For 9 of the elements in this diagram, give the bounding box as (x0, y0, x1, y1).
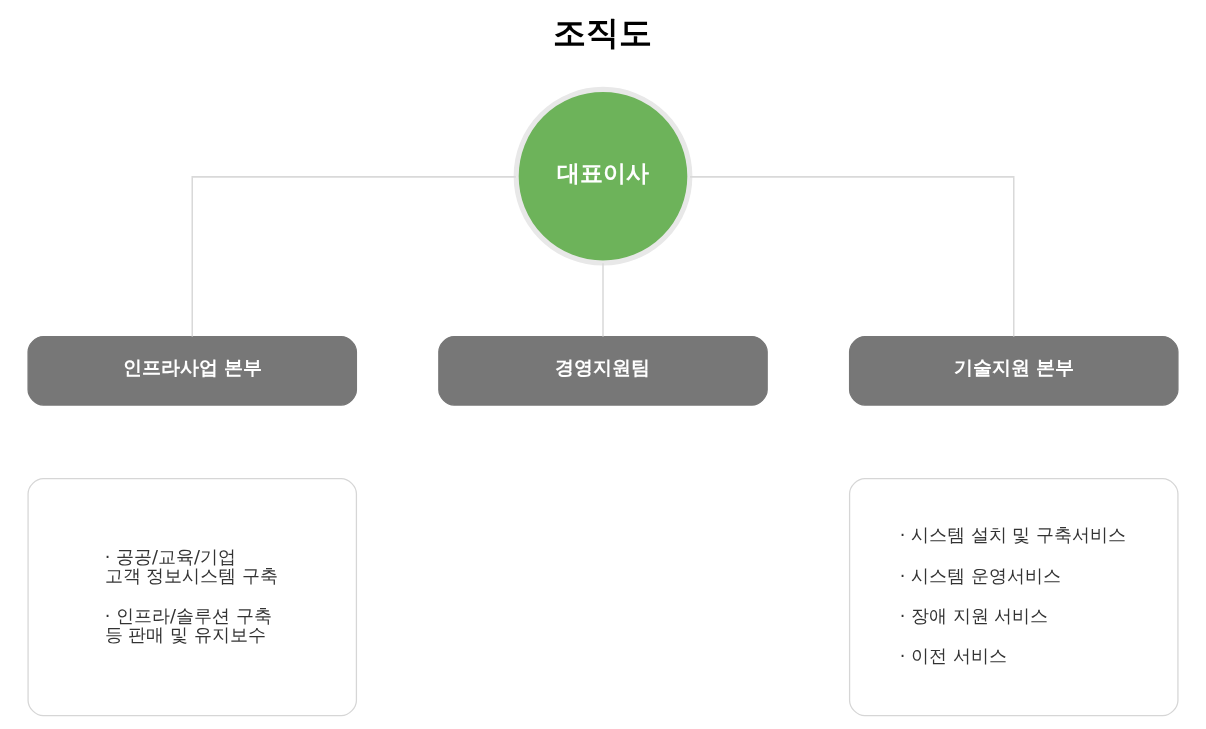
node-box: 경영지원팀 (438, 335, 768, 406)
diagram-title: 조직도 (552, 12, 652, 52)
node-box: 인프라사업 본부 (27, 335, 358, 406)
node-circle: 대표이사 (513, 86, 693, 266)
connector (689, 176, 1015, 338)
node-box: · 시스템 설치 및 구축서비스 · 시스템 운영서비스 · 장애 지원 서비스 · 이전 서비스 (848, 477, 1179, 717)
connector (191, 176, 517, 338)
node-box: · 공공/교육/기업 고객 정보시스템 구축 · 인프라/솔루션 구축 등 판매 및 유지보수 (27, 477, 358, 717)
node-box: 기술지원 본부 (848, 335, 1179, 406)
